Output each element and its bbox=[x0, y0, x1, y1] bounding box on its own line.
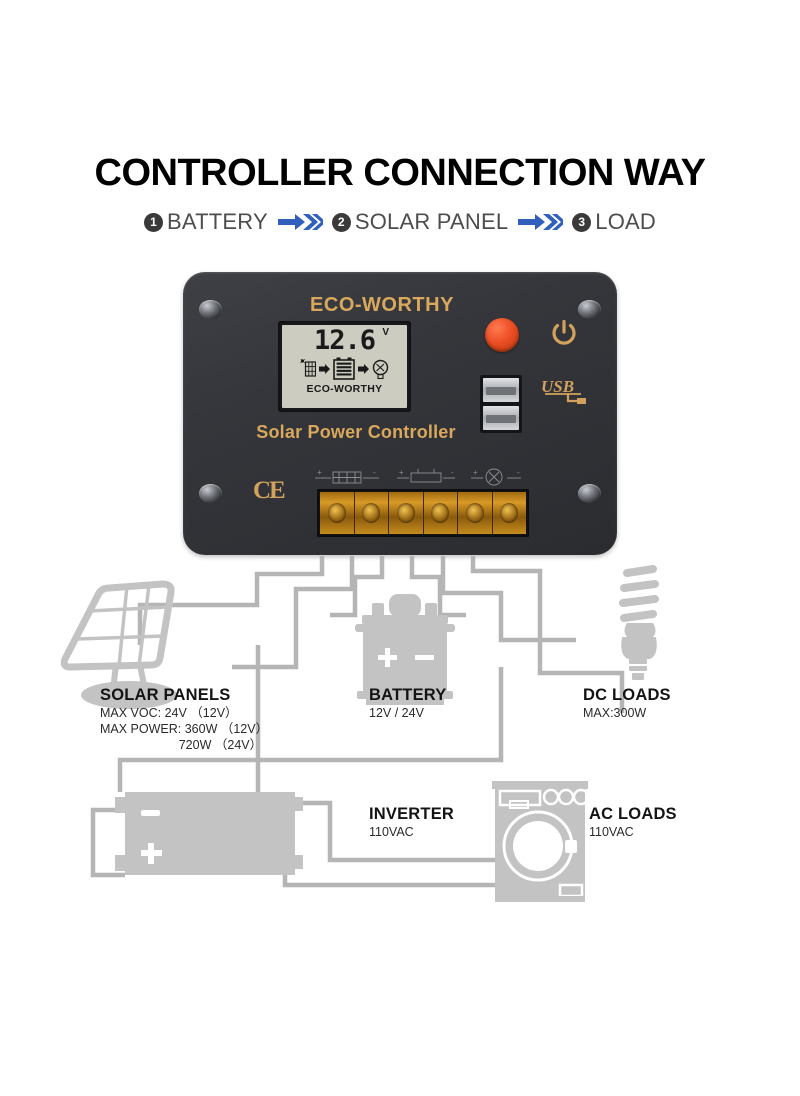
arrow-right-icon bbox=[277, 211, 323, 233]
terminal-screw-6[interactable] bbox=[492, 492, 526, 534]
step-load: 3 LOAD bbox=[572, 209, 656, 235]
controller-brand-label: ECO-WORTHY bbox=[310, 294, 454, 316]
usb-slot-bottom bbox=[483, 406, 519, 430]
wire-solar-negative bbox=[232, 556, 355, 670]
step-number-badge-2: 2 bbox=[331, 212, 351, 232]
screw-icon-top-left bbox=[199, 300, 222, 319]
step-number-badge-3: 3 bbox=[572, 212, 592, 232]
arrow-right-icon bbox=[319, 364, 330, 374]
terminal-screw-4[interactable] bbox=[423, 492, 458, 534]
terminal-screw-5[interactable] bbox=[458, 492, 493, 534]
wire-battery-negative bbox=[409, 556, 466, 618]
lcd-voltage-value: 12.6 V bbox=[313, 325, 389, 356]
screw-icon-bottom-left bbox=[199, 484, 222, 503]
solar-charge-controller: ECO-WORTHY 12.6 V bbox=[183, 272, 617, 555]
step-number-badge-1: 1 bbox=[144, 212, 163, 232]
terminal-screw-2[interactable] bbox=[354, 492, 389, 534]
inverter-icon bbox=[115, 792, 303, 875]
screw-icon-top-right bbox=[578, 300, 601, 319]
solar-panels-spec-1: MAX VOC: 24V （12V） bbox=[100, 706, 238, 720]
arrow-right-icon-2 bbox=[517, 211, 564, 233]
lcd-voltage-unit: V bbox=[382, 327, 389, 338]
battery-icon bbox=[333, 357, 355, 380]
product-name-label: Solar Power Controller bbox=[256, 422, 456, 442]
lcd-brand-label: ECO-WORTHY bbox=[306, 383, 383, 395]
label-inverter: INVERTER 110VAC bbox=[369, 805, 454, 840]
label-battery: BATTERY 12V / 24V bbox=[369, 686, 446, 721]
lcd-voltage-number: 12.6 bbox=[313, 325, 376, 356]
solar-panel-icon bbox=[300, 359, 316, 377]
lcd-flow-icons bbox=[300, 357, 389, 381]
inverter-positive-terminal bbox=[141, 843, 162, 864]
lcd-screen: 12.6 V bbox=[282, 325, 407, 408]
wire-group bbox=[90, 556, 625, 888]
step-label-solar-panel: SOLAR PANEL bbox=[354, 209, 509, 234]
usb-port[interactable] bbox=[480, 375, 522, 433]
ac-loads-title: AC LOADS bbox=[589, 805, 677, 823]
terminal-markings: + - + - + - bbox=[315, 468, 521, 486]
wiring-diagram bbox=[60, 556, 659, 902]
svg-text:-: - bbox=[517, 468, 520, 477]
step-label-load: LOAD bbox=[595, 209, 656, 234]
step-label-battery: BATTERY bbox=[167, 209, 268, 234]
page-title: CONTROLLER CONNECTION WAY bbox=[94, 152, 707, 194]
wire-dcload-positive bbox=[440, 556, 576, 643]
reset-button[interactable] bbox=[485, 318, 519, 352]
screw-icon-bottom-right bbox=[578, 484, 601, 503]
bulb-icon bbox=[372, 359, 389, 380]
washing-machine-icon bbox=[492, 781, 590, 902]
label-solar-panels: SOLAR PANELS MAX VOC: 24V （12V） MAX POWE… bbox=[100, 686, 268, 753]
wire-inverter-positive bbox=[117, 667, 504, 792]
wire-acload-line2 bbox=[282, 842, 505, 888]
connection-steps: 1 BATTERY 2 SOLAR PANEL 3 LOAD bbox=[0, 209, 800, 235]
header: CONTROLLER CONNECTION WAY 1 BATTERY 2 SO… bbox=[0, 0, 800, 235]
usb-slot-top bbox=[483, 378, 519, 402]
inverter-spec: 110VAC bbox=[369, 825, 414, 839]
wire-dcload-negative bbox=[470, 556, 625, 713]
solar-panels-spec-2: MAX POWER: 360W （12V） bbox=[100, 722, 269, 736]
step-battery: 1 BATTERY bbox=[144, 209, 268, 235]
solar-panels-title: SOLAR PANELS bbox=[100, 686, 231, 704]
wire-battery-positive bbox=[330, 556, 385, 618]
cfl-bulb-icon bbox=[619, 565, 659, 680]
battery-spec: 12V / 24V bbox=[369, 706, 424, 720]
dc-loads-spec: MAX:300W bbox=[583, 706, 647, 720]
lcd-display: 12.6 V bbox=[278, 321, 411, 412]
usb-logo-icon: USB bbox=[541, 377, 586, 404]
inverter-negative-terminal bbox=[141, 810, 160, 816]
svg-text:+: + bbox=[399, 468, 404, 477]
svg-text:+: + bbox=[317, 468, 322, 477]
label-dc-loads: DC LOADS MAX:300W bbox=[583, 686, 671, 721]
label-ac-loads: AC LOADS 110VAC bbox=[589, 805, 677, 840]
svg-text:USB: USB bbox=[541, 377, 574, 396]
wire-acload-line1 bbox=[295, 800, 495, 863]
terminal-screw-3[interactable] bbox=[389, 492, 424, 534]
terminal-screw-1[interactable] bbox=[320, 492, 355, 534]
inverter-title: INVERTER bbox=[369, 805, 455, 823]
ac-loads-spec: 110VAC bbox=[589, 825, 634, 839]
svg-text:+: + bbox=[473, 468, 478, 477]
terminal-block[interactable] bbox=[317, 489, 529, 537]
wire-solar-positive bbox=[137, 556, 325, 645]
svg-text:-: - bbox=[451, 468, 454, 477]
battery-icon bbox=[355, 594, 455, 705]
solar-panel-icon bbox=[60, 580, 177, 709]
arrow-right-icon-2 bbox=[358, 364, 369, 374]
step-solar-panel: 2 SOLAR PANEL bbox=[331, 209, 509, 235]
solar-panels-spec-3: 720W （24V） bbox=[178, 738, 263, 752]
power-symbol-icon bbox=[552, 320, 576, 345]
svg-text:-: - bbox=[373, 468, 376, 477]
ce-mark-icon: CE bbox=[253, 477, 286, 504]
battery-title: BATTERY bbox=[369, 686, 447, 704]
dc-loads-title: DC LOADS bbox=[583, 686, 671, 704]
wire-inverter-negative bbox=[90, 645, 261, 878]
